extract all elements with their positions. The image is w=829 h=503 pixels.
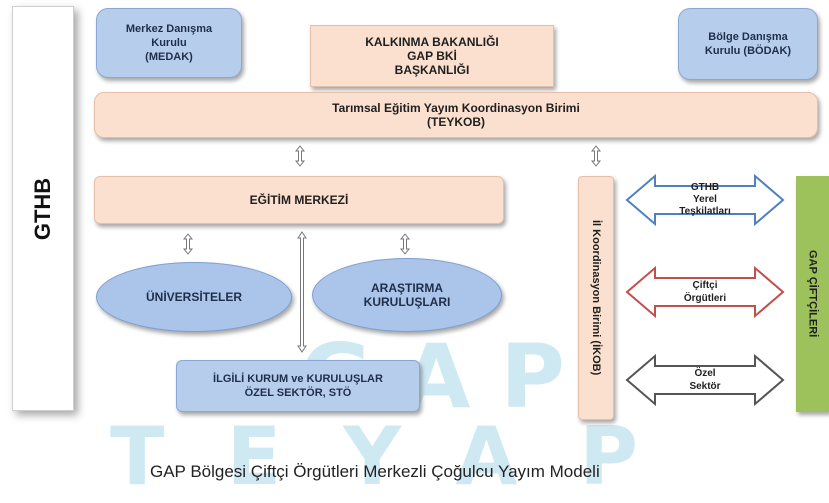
updown-arrow-teykob-egitim: [294, 145, 306, 167]
ciftci-orgutleri-label: Çiftçi Örgütleri: [655, 278, 755, 306]
ciftci-orgutleri-line2: Örgütleri: [683, 293, 727, 304]
gthb-yerel-line2: Yerel: [693, 194, 717, 205]
gap-ciftcileri-box: GAP ÇİFTÇİLERİ: [796, 176, 829, 412]
ilgili-line2: ÖZEL SEKTÖR, STÖ: [244, 387, 352, 399]
lr-arrow-gthb-yerel: [625, 173, 785, 227]
ilgili-kurum-box: İLGİLİ KURUM ve KURULUŞLAR ÖZEL SEKTÖR, …: [176, 360, 420, 412]
gap-ciftcileri-label: GAP ÇİFTÇİLERİ: [806, 250, 819, 338]
arrows-svg: [182, 145, 785, 407]
lr-arrow-ozel-sektor: [625, 353, 785, 407]
arastirma-oval: ARAŞTIRMA KURULUŞLARI: [312, 258, 502, 332]
ciftci-orgutleri-line1: Çiftçi: [692, 280, 718, 291]
gthb-yerel-line1: GTHB: [690, 182, 720, 193]
medak-box: Merkez Danışma Kurulu (MEDAK): [96, 8, 242, 78]
gthb-yerel-label: GTHB Yerel Teşkilatları: [655, 182, 755, 217]
arastirma-line2: KURULUŞLARI: [363, 295, 451, 309]
teykob-line2: (TEYKOB): [427, 115, 485, 129]
updown-arrow-teykob-ikob: [590, 145, 602, 167]
ozel-sektor-label: Özel Sektör: [655, 366, 755, 394]
ilgili-line1: İLGİLİ KURUM ve KURULUŞLAR: [213, 373, 383, 385]
ikob-box: İl Koordinasyon Birimi (İKOB): [578, 176, 614, 420]
kalkinma-line2: GAP BKİ: [407, 49, 457, 63]
gthb-yerel-line3: Teşkilatları: [679, 206, 731, 217]
bodak-line1: Bölge Danışma: [708, 31, 788, 43]
ikob-label: İl Koordinasyon Birimi (İKOB): [590, 220, 602, 376]
arastirma-line1: ARAŞTIRMA: [371, 281, 443, 295]
universiteler-label: ÜNİVERSİTELER: [145, 290, 242, 304]
ozel-sektor-line2: Sektör: [689, 381, 721, 392]
kalkinma-line3: BAŞKANLIĞI: [394, 63, 470, 77]
lr-arrow-ciftci-orgutleri: [625, 265, 785, 319]
medak-line2: Kurulu: [151, 37, 187, 49]
teykob-box: Tarımsal Eğitim Yayım Koordinasyon Birim…: [94, 92, 818, 138]
egitim-merkezi-box: EĞİTİM MERKEZİ: [94, 176, 504, 224]
updown-arrow-egitim-arastirma: [399, 233, 411, 255]
updown-arrow-egitim-ilgili: [297, 231, 307, 353]
medak-line3: (MEDAK): [145, 51, 193, 63]
ozel-sektor-line1: Özel: [694, 368, 716, 379]
watermark-teyap: TEYAP: [110, 410, 701, 503]
updown-arrow-egitim-universiteler: [182, 233, 194, 255]
bodak-box: Bölge Danışma Kurulu (BÖDAK): [678, 8, 818, 80]
bodak-line2: Kurulu (BÖDAK): [704, 45, 792, 57]
kalkinma-line1: KALKINMA BAKANLIĞI: [365, 35, 499, 49]
universiteler-oval: ÜNİVERSİTELER: [96, 262, 292, 332]
egitim-merkezi-label: EĞİTİM MERKEZİ: [249, 193, 349, 207]
teykob-line1: Tarımsal Eğitim Yayım Koordinasyon Birim…: [332, 101, 580, 115]
medak-line1: Merkez Danışma: [125, 23, 213, 35]
kalkinma-box: KALKINMA BAKANLIĞI GAP BKİ BAŞKANLIĞI: [310, 25, 554, 87]
gthb-panel: GTHB: [12, 6, 74, 411]
diagram-caption: GAP Bölgesi Çiftçi Örgütleri Merkezli Ço…: [150, 462, 600, 481]
